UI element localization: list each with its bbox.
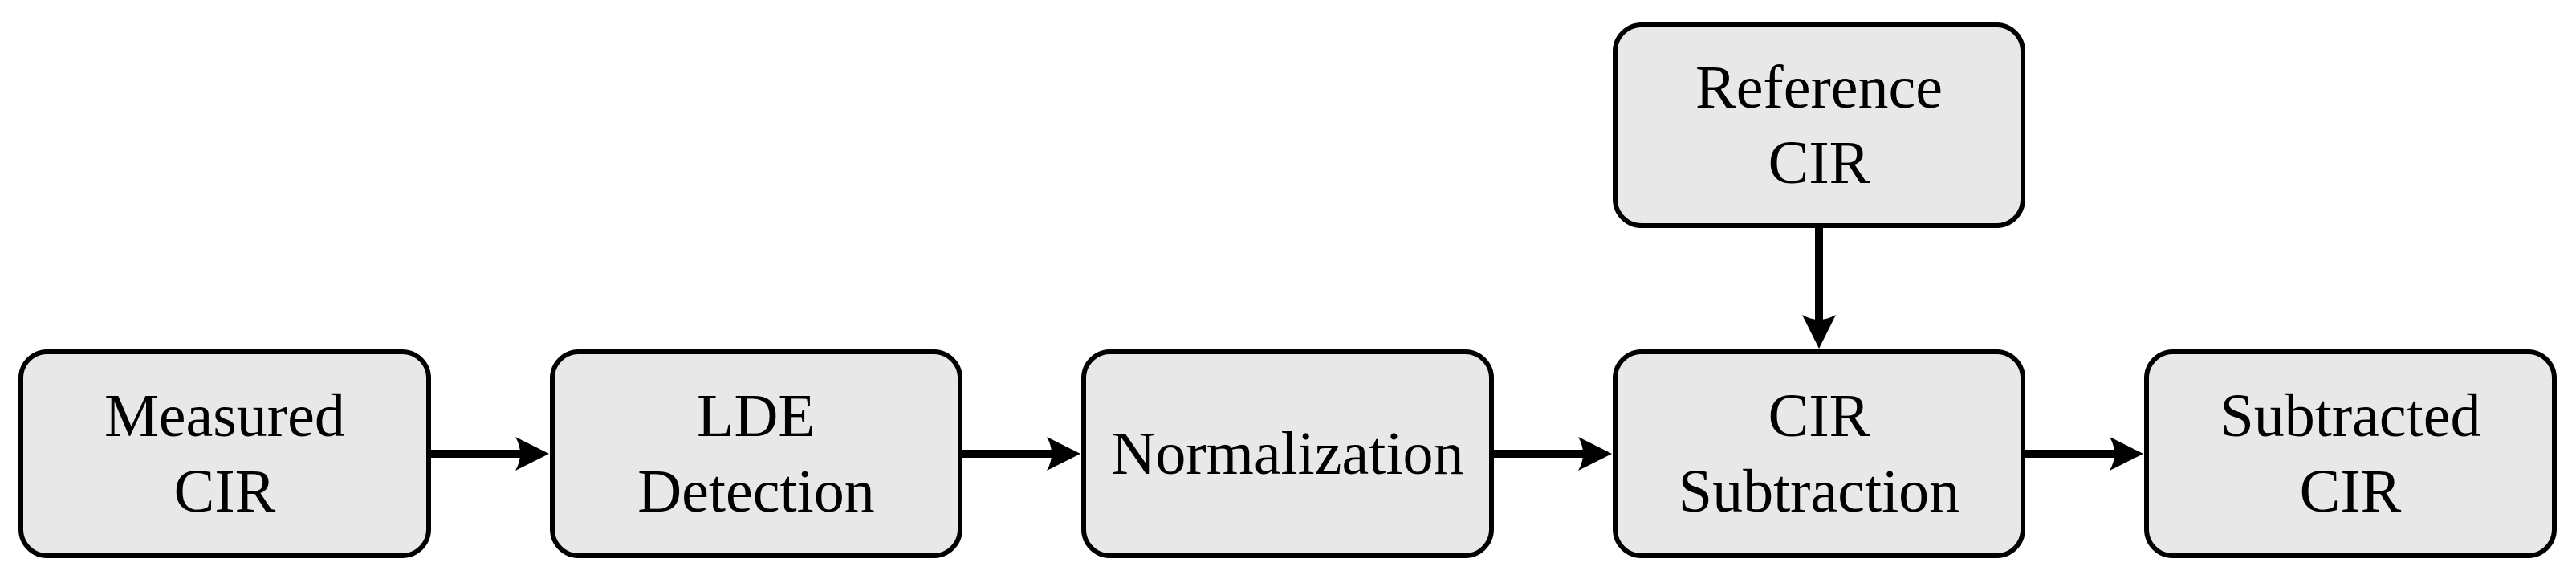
arrow-subtraction-to-subtracted bbox=[2025, 437, 2143, 471]
node-measured-cir: Measured CIR bbox=[18, 349, 431, 558]
arrow-measured-to-lde bbox=[431, 437, 549, 471]
node-subtracted-cir: Subtracted CIR bbox=[2144, 349, 2557, 558]
node-normalization: Normalization bbox=[1081, 349, 1494, 558]
node-reference-cir: Reference CIR bbox=[1613, 22, 2025, 228]
arrow-lde-to-normalization bbox=[962, 437, 1080, 471]
node-cir-subtraction: CIR Subtraction bbox=[1613, 349, 2025, 558]
node-lde-detection: LDE Detection bbox=[550, 349, 962, 558]
arrow-normalization-to-subtraction bbox=[1494, 437, 1612, 471]
arrow-reference-to-subtraction bbox=[1802, 228, 1836, 349]
